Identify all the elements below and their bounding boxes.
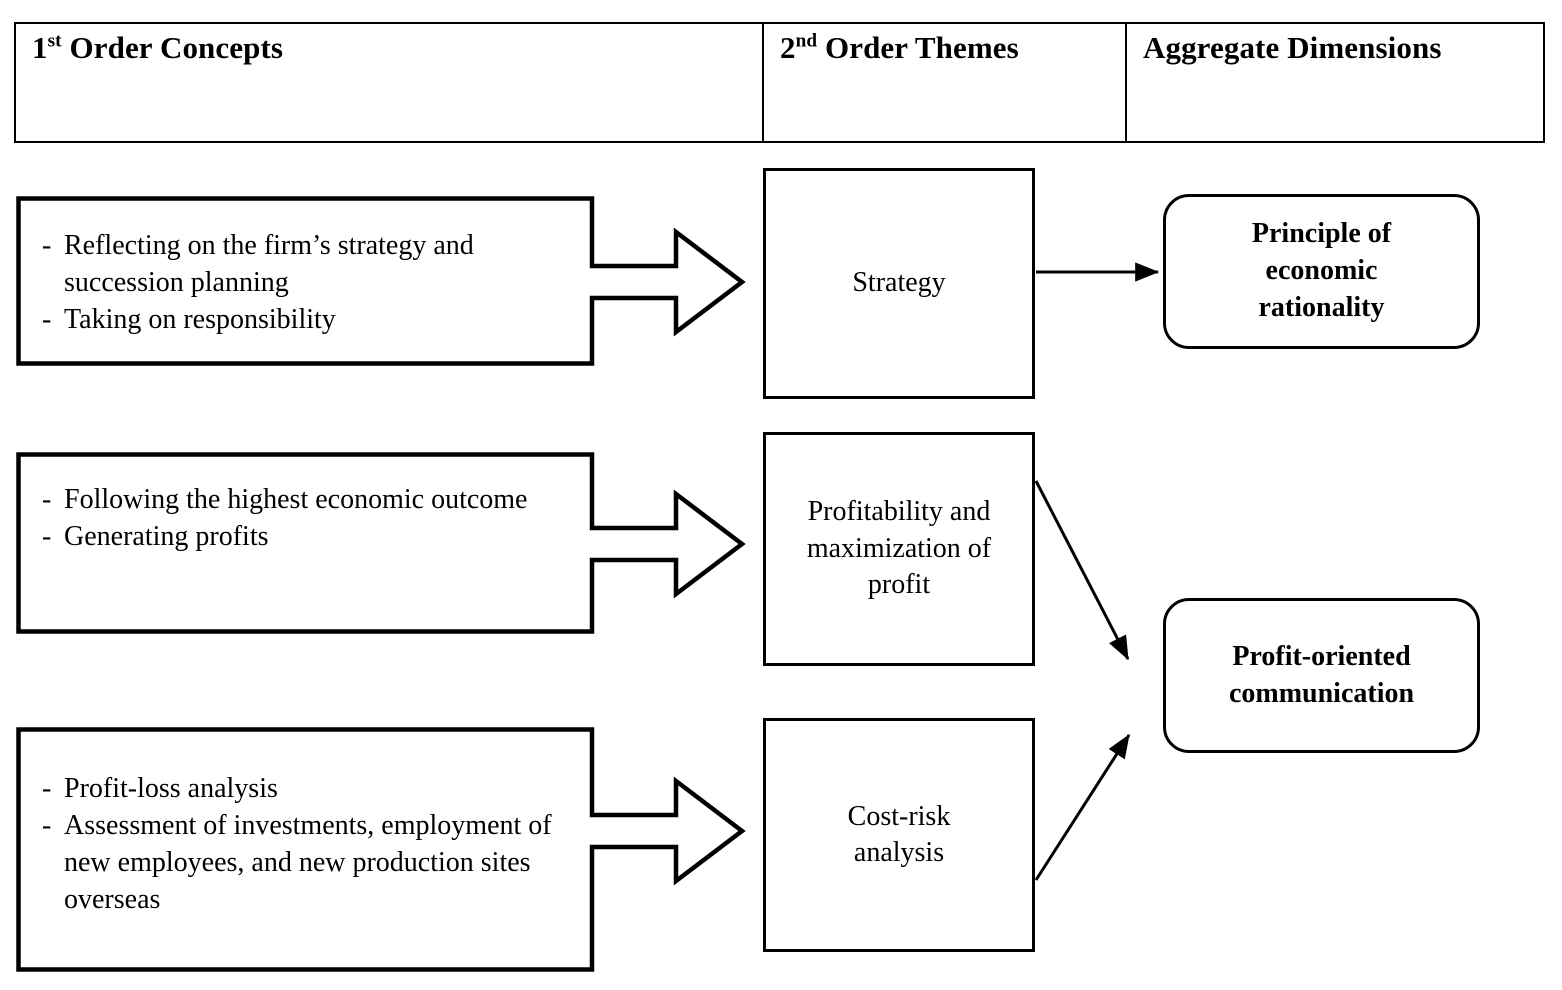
bullet-dash: -: [42, 520, 52, 552]
concept-box-3-shape: [16, 727, 746, 972]
header-cell-aggregate-dimensions: Aggregate Dimensions: [1125, 24, 1542, 141]
aggregate-label: Principle of economic rationality: [1251, 218, 1392, 323]
theme-label: Strategy: [852, 267, 946, 299]
second-order-theme-box-cost-risk: Cost-risk analysis: [763, 718, 1035, 952]
bullet-dash: -: [42, 773, 52, 804]
header-prefix: 1: [32, 30, 48, 65]
aggregate-dimension-box-profit-oriented-communication: Profit-oriented communication: [1163, 598, 1480, 753]
bullet-text: Assessment of investments, employment of…: [64, 809, 552, 915]
concept-bullet: - Following the highest economic outcome: [42, 482, 572, 519]
header-superscript: st: [47, 30, 62, 52]
first-order-concept-box-2: - Following the highest economic outcome…: [16, 452, 746, 634]
bullet-text: Generating profits: [64, 520, 269, 552]
header-prefix: 2: [780, 30, 796, 65]
bullet-dash: -: [42, 230, 52, 261]
concept-bullet: - Profit-loss analysis: [42, 771, 587, 808]
header-superscript: nd: [795, 30, 818, 52]
concept-bullet: - Generating profits: [42, 519, 572, 556]
aggregate-label: Profit-oriented communication: [1228, 640, 1415, 709]
connector-profitability-to-profit-oriented: [1034, 480, 1130, 661]
theme-label: Cost-risk analysis: [847, 800, 951, 868]
bullet-text: Reflecting on the firm’s strategy and su…: [64, 230, 474, 298]
bullet-text: Profit-loss analysis: [64, 773, 278, 804]
header-label-second-order-themes: 2nd Order Themes: [780, 30, 1125, 65]
concept-box-3-text: - Profit-loss analysis - Assessment of i…: [42, 771, 587, 919]
first-order-concept-box-3: - Profit-loss analysis - Assessment of i…: [16, 727, 746, 972]
connector-cost-risk-to-profit-oriented: [1034, 733, 1131, 881]
concept-box-2-text: - Following the highest economic outcome…: [42, 482, 572, 556]
bullet-dash: -: [42, 484, 52, 515]
second-order-theme-box-profitability: Profitability and maximization of profit: [763, 432, 1035, 666]
header-cell-first-order-concepts: 1st Order Concepts: [16, 24, 762, 141]
first-order-concept-box-1: - Reflecting on the firm’s strategy and …: [16, 196, 746, 366]
aggregate-dimension-box-economic-rationality: Principle of economic rationality: [1163, 194, 1480, 349]
bullet-text: Following the highest economic outcome: [64, 484, 528, 515]
header-rest: Order Themes: [817, 30, 1019, 65]
concept-bullet: - Taking on responsibility: [42, 302, 572, 339]
header-cell-second-order-themes: 2nd Order Themes: [762, 24, 1125, 141]
concept-bullet: - Assessment of investments, employment …: [42, 808, 587, 919]
column-header-table: 1st Order Concepts 2nd Order Themes Aggr…: [14, 22, 1545, 143]
concept-bullet: - Reflecting on the firm’s strategy and …: [42, 228, 572, 302]
concept-box-2-shape: [16, 452, 746, 634]
second-order-theme-box-strategy: Strategy: [763, 168, 1035, 399]
bullet-text: Taking on responsibility: [64, 303, 336, 335]
bullet-dash: -: [42, 303, 52, 335]
theme-label: Profitability and maximization of profit: [806, 496, 992, 601]
concept-box-1-text: - Reflecting on the firm’s strategy and …: [42, 228, 572, 339]
concept-box-1-shape: [16, 196, 746, 366]
bullet-dash: -: [42, 809, 52, 841]
header-label-aggregate-dimensions: Aggregate Dimensions: [1143, 30, 1542, 65]
header-label-first-order-concepts: 1st Order Concepts: [32, 30, 762, 65]
header-rest: Order Concepts: [61, 30, 284, 65]
header-rest: Aggregate Dimensions: [1143, 30, 1442, 65]
